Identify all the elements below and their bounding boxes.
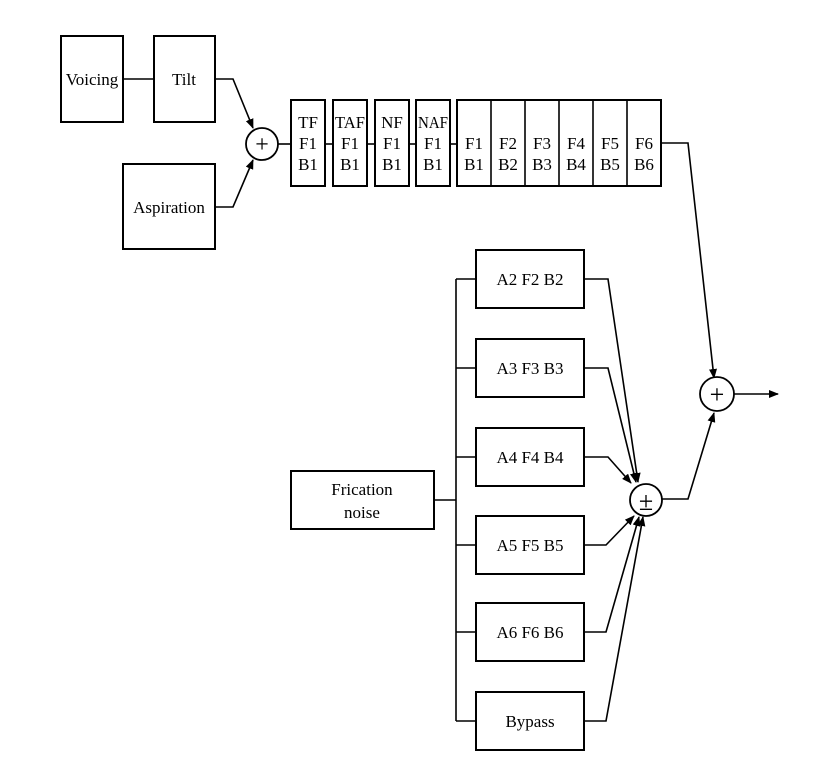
cascade-nf-line2: F1 xyxy=(383,134,401,153)
cascade-f5-line2: B5 xyxy=(600,155,620,174)
parallel-sum-junction: ± xyxy=(629,483,663,517)
parallel-a4-label: A4 F4 B4 xyxy=(496,448,564,467)
cascade-f2-line2: B2 xyxy=(498,155,518,174)
line-cascade-output xyxy=(661,142,717,379)
aspiration-label: Aspiration xyxy=(133,198,205,217)
line-a5-sum xyxy=(584,515,635,546)
cascade-nf-line3: B1 xyxy=(382,155,402,174)
cascade-naf-line2: F1 xyxy=(424,134,442,153)
cascade-nf: NF F1 B1 xyxy=(374,99,410,187)
cascade-taf-line3: B1 xyxy=(340,155,360,174)
cascade-formant-strip: F1 B1 F2 B2 F3 B3 F4 B4 F5 B5 F6 B6 xyxy=(456,99,662,187)
parallel-a5: A5 F5 B5 xyxy=(475,515,585,575)
cascade-tf: TF F1 B1 xyxy=(290,99,326,187)
cascade-f1-line1: F1 xyxy=(465,134,483,153)
cascade-taf-line1: TAF xyxy=(335,113,365,132)
cascade-naf-line3: B1 xyxy=(423,155,443,174)
line-tilt-sum xyxy=(215,78,254,129)
frication-label-line1: Frication xyxy=(331,480,393,499)
parallel-a2-label: A2 F2 B2 xyxy=(496,270,563,289)
aspiration-block: Aspiration xyxy=(122,163,216,250)
cascade-taf-line2: F1 xyxy=(341,134,359,153)
cascade-tf-line2: F1 xyxy=(299,134,317,153)
cascade-naf: NAF F1 B1 xyxy=(415,99,451,187)
output-sum-sign: + xyxy=(710,380,725,409)
parallel-a5-label: A5 F5 B5 xyxy=(496,536,563,555)
line-a2-sum xyxy=(584,278,641,483)
output-sum-junction: + xyxy=(699,376,735,412)
line-a4-sum xyxy=(584,456,632,484)
tilt-block: Tilt xyxy=(153,35,216,123)
line-parallel-output xyxy=(662,412,716,500)
tilt-label: Tilt xyxy=(172,70,196,89)
cascade-f3-line2: B3 xyxy=(532,155,552,174)
cascade-f3-line1: F3 xyxy=(533,134,551,153)
voicing-block: Voicing xyxy=(60,35,124,123)
cascade-f6-line1: F6 xyxy=(635,134,653,153)
cascade-taf: TAF F1 B1 xyxy=(332,99,368,187)
parallel-a6-label: A6 F6 B6 xyxy=(496,623,563,642)
cascade-f4-line1: F4 xyxy=(567,134,585,153)
parallel-sum-sign: ± xyxy=(639,487,653,516)
cascade-nf-line1: NF xyxy=(381,113,403,132)
cascade-f1-line2: B1 xyxy=(464,155,484,174)
parallel-bypass: Bypass xyxy=(475,691,585,751)
cascade-tf-line3: B1 xyxy=(298,155,318,174)
parallel-bypass-label: Bypass xyxy=(505,712,554,731)
source-sum-junction: + xyxy=(245,127,279,161)
line-bypass-sum xyxy=(584,516,646,722)
cascade-tf-line1: TF xyxy=(298,113,318,132)
line-a3-sum xyxy=(584,367,638,483)
parallel-a3: A3 F3 B3 xyxy=(475,338,585,398)
frication-label-line2: noise xyxy=(344,503,380,522)
voicing-label: Voicing xyxy=(66,70,119,89)
parallel-a4: A4 F4 B4 xyxy=(475,427,585,487)
cascade-f2-line1: F2 xyxy=(499,134,517,153)
cascade-f6-line2: B6 xyxy=(634,155,654,174)
source-sum-sign: + xyxy=(255,132,269,158)
parallel-a6: A6 F6 B6 xyxy=(475,602,585,662)
parallel-a3-label: A3 F3 B3 xyxy=(496,359,563,378)
cascade-naf-line1: NAF xyxy=(418,113,448,132)
parallel-a2: A2 F2 B2 xyxy=(475,249,585,309)
cascade-f5-line1: F5 xyxy=(601,134,619,153)
line-aspiration-sum xyxy=(215,159,254,208)
connection-lines xyxy=(123,78,779,722)
cascade-f4-line2: B4 xyxy=(566,155,586,174)
line-a6-sum xyxy=(584,516,641,633)
frication-noise-block: Frication noise xyxy=(290,470,435,530)
